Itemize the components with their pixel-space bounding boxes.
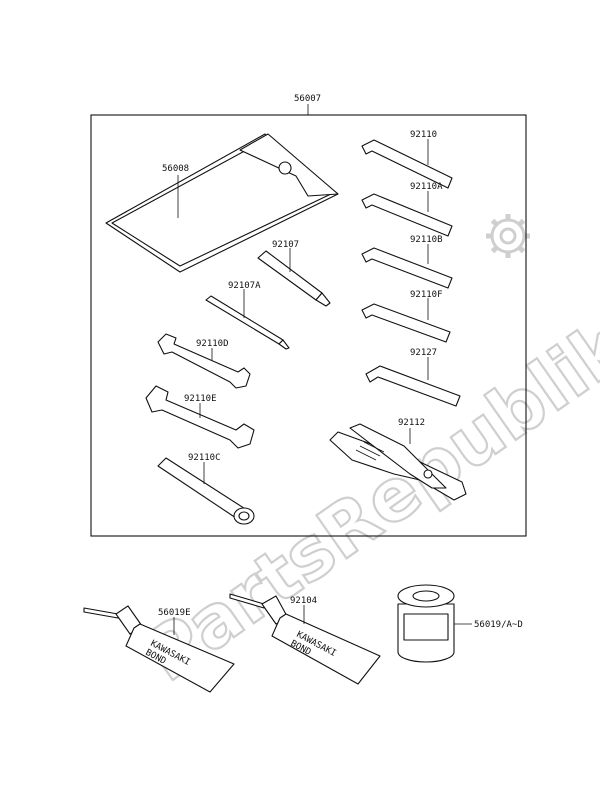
hex-key-1: 92110 [361,130,453,189]
label-hex-2: 92110A [410,182,443,192]
label-kit: 56007 [294,94,321,104]
label-bag: 56008 [162,164,189,174]
screwdriver-grip: 92107 [257,240,331,307]
label-screwdriver-shaft: 92107A [228,281,261,291]
label-hex-5: 92127 [410,348,437,358]
label-tube-1: 56019E [158,608,191,618]
tool-kit-frame: 56007 [90,94,527,537]
tool-bag: 56008 [105,133,339,273]
hex-key-2: 92110A [361,182,453,237]
label-tube-2: 92104 [290,596,317,606]
bond-tube-1: KAWASAKI BOND 56019E [83,605,235,693]
bond-tube-2: KAWASAKI BOND 92104 [229,593,381,685]
label-hex-4: 92110F [410,290,443,300]
label-screwdriver-grip: 92107 [272,240,299,250]
open-wrench-1: 92110D [157,333,251,389]
hex-key-5: 92127 [365,348,461,407]
open-wrench-2: 92110E [145,385,255,449]
label-wrench-2: 92110E [184,394,217,404]
label-pliers: 92112 [398,418,425,428]
pliers: 92112 [329,418,467,501]
bond-can: 56019/A~D [397,584,523,663]
gear-icon [486,214,530,258]
hex-key-3: 92110B [361,235,453,289]
label-hex-3: 92110B [410,235,443,245]
socket-wrench: 92110C [157,453,255,525]
label-can: 56019/A~D [474,620,523,630]
hex-key-4: 92110F [361,290,451,343]
label-hex-1: 92110 [410,130,437,140]
screwdriver-shaft: 92107A [205,281,290,350]
label-socket-wrench: 92110C [188,453,221,463]
label-wrench-1: 92110D [196,339,229,349]
